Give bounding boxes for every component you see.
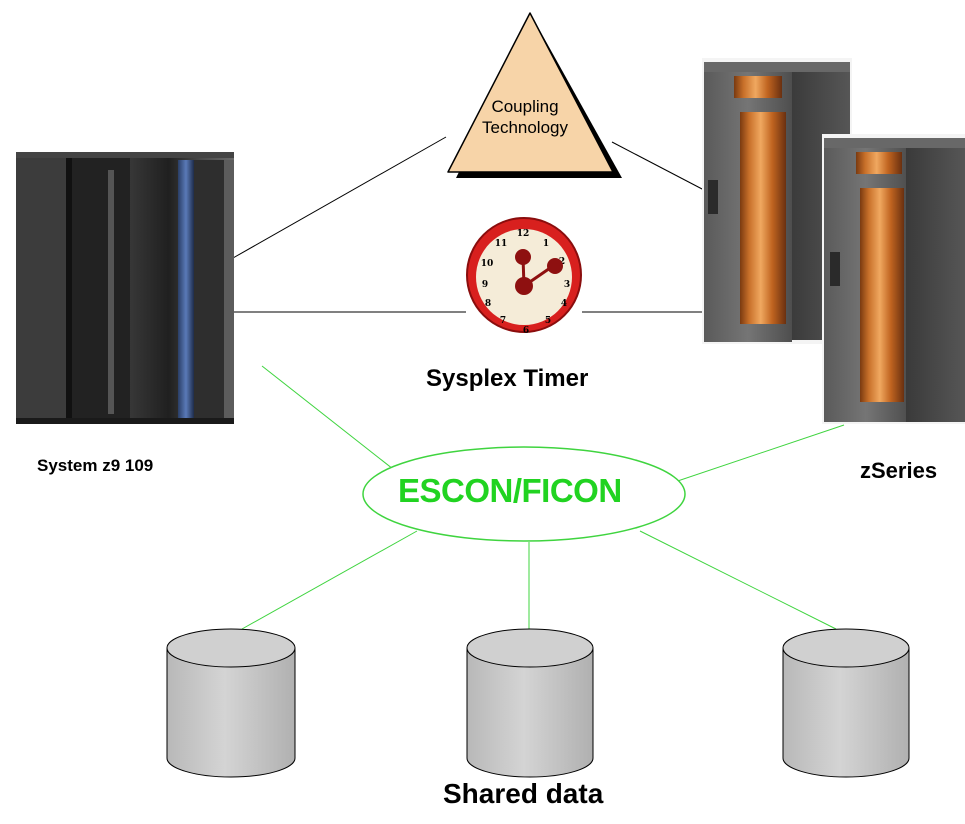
z9-left-door	[16, 158, 66, 424]
system-z9-server	[16, 152, 234, 424]
escon-to-disk-left-line	[241, 530, 418, 630]
zseries-front-top	[824, 138, 965, 148]
coupling-triangle-shape	[447, 12, 614, 173]
shared-data-label: Shared data	[443, 778, 604, 809]
clock-number-3: 3	[564, 280, 570, 290]
clock-numbers: 12 1 2 3 4 5 6 7 8 9 10 11	[481, 229, 570, 336]
zseries-back-top-copper	[734, 76, 782, 98]
disk-right	[782, 628, 910, 778]
system-z9-label: System z9 109	[37, 456, 154, 475]
escon-to-disk-right-line	[639, 530, 837, 630]
disk-right-body	[782, 647, 910, 778]
disk-left-top	[166, 628, 296, 668]
clock-number-11: 11	[495, 239, 508, 249]
disk-center	[466, 628, 594, 778]
zseries-back-handle	[708, 180, 718, 214]
z9-to-coupling-line	[232, 136, 447, 259]
clock-number-8: 8	[485, 299, 491, 309]
z9-door-gap	[66, 158, 72, 424]
clock-number-10: 10	[481, 259, 494, 269]
zseries-cabinet-front	[822, 134, 965, 424]
escon-ficon-label: ESCON/FICON	[398, 472, 622, 509]
zseries-front-top-copper	[856, 152, 902, 174]
zseries-front-copper-column	[860, 188, 904, 402]
sysplex-timer-clock: 12 1 2 3 4 5 6 7 8 9 10 11	[466, 217, 582, 336]
coupling-technology-triangle	[447, 12, 622, 178]
coupling-to-zseries-line	[611, 141, 705, 191]
z9-grille	[108, 170, 114, 414]
black-connector-lines	[232, 136, 707, 313]
disk-left-body	[166, 647, 296, 778]
z9-right-edge	[224, 160, 234, 422]
disk-center-body	[466, 647, 594, 778]
clock-number-5: 5	[545, 316, 551, 326]
disk-right-top	[782, 628, 910, 668]
z9-center-door	[72, 158, 130, 424]
clock-number-4: 4	[561, 299, 567, 309]
escon-ficon-ellipse	[362, 446, 686, 542]
clock-number-1: 1	[543, 239, 549, 249]
z9-to-escon-line	[261, 365, 408, 481]
disk-left	[166, 628, 296, 778]
clock-number-6: 6	[523, 326, 529, 336]
clock-number-7: 7	[500, 316, 506, 326]
clock-hand-knob-top	[515, 249, 531, 265]
clock-hub	[515, 277, 533, 295]
zseries-front-side	[906, 146, 965, 422]
disk-center-top	[466, 628, 594, 668]
clock-hand-knob-right	[547, 258, 563, 274]
zseries-label: zSeries	[860, 458, 938, 483]
z9-top-panel	[16, 152, 234, 160]
coupling-label-line1: Coupling	[491, 97, 559, 116]
clock-number-12: 12	[517, 229, 530, 239]
clock-number-9: 9	[482, 280, 488, 290]
coupling-technology-label: Coupling Technology	[446, 96, 604, 138]
clock-number-2: 2	[559, 257, 565, 267]
clock-ring-highlight	[466, 217, 582, 333]
z9-blue-stripe	[178, 160, 194, 422]
coupling-label-line2: Technology	[481, 118, 568, 137]
zseries-back-top	[704, 62, 850, 72]
z9-base	[16, 418, 234, 424]
z9-right-panel	[194, 160, 224, 422]
sysplex-timer-label: Sysplex Timer	[426, 365, 589, 392]
zseries-front-handle	[830, 252, 840, 286]
zseries-back-copper-column	[740, 112, 786, 324]
